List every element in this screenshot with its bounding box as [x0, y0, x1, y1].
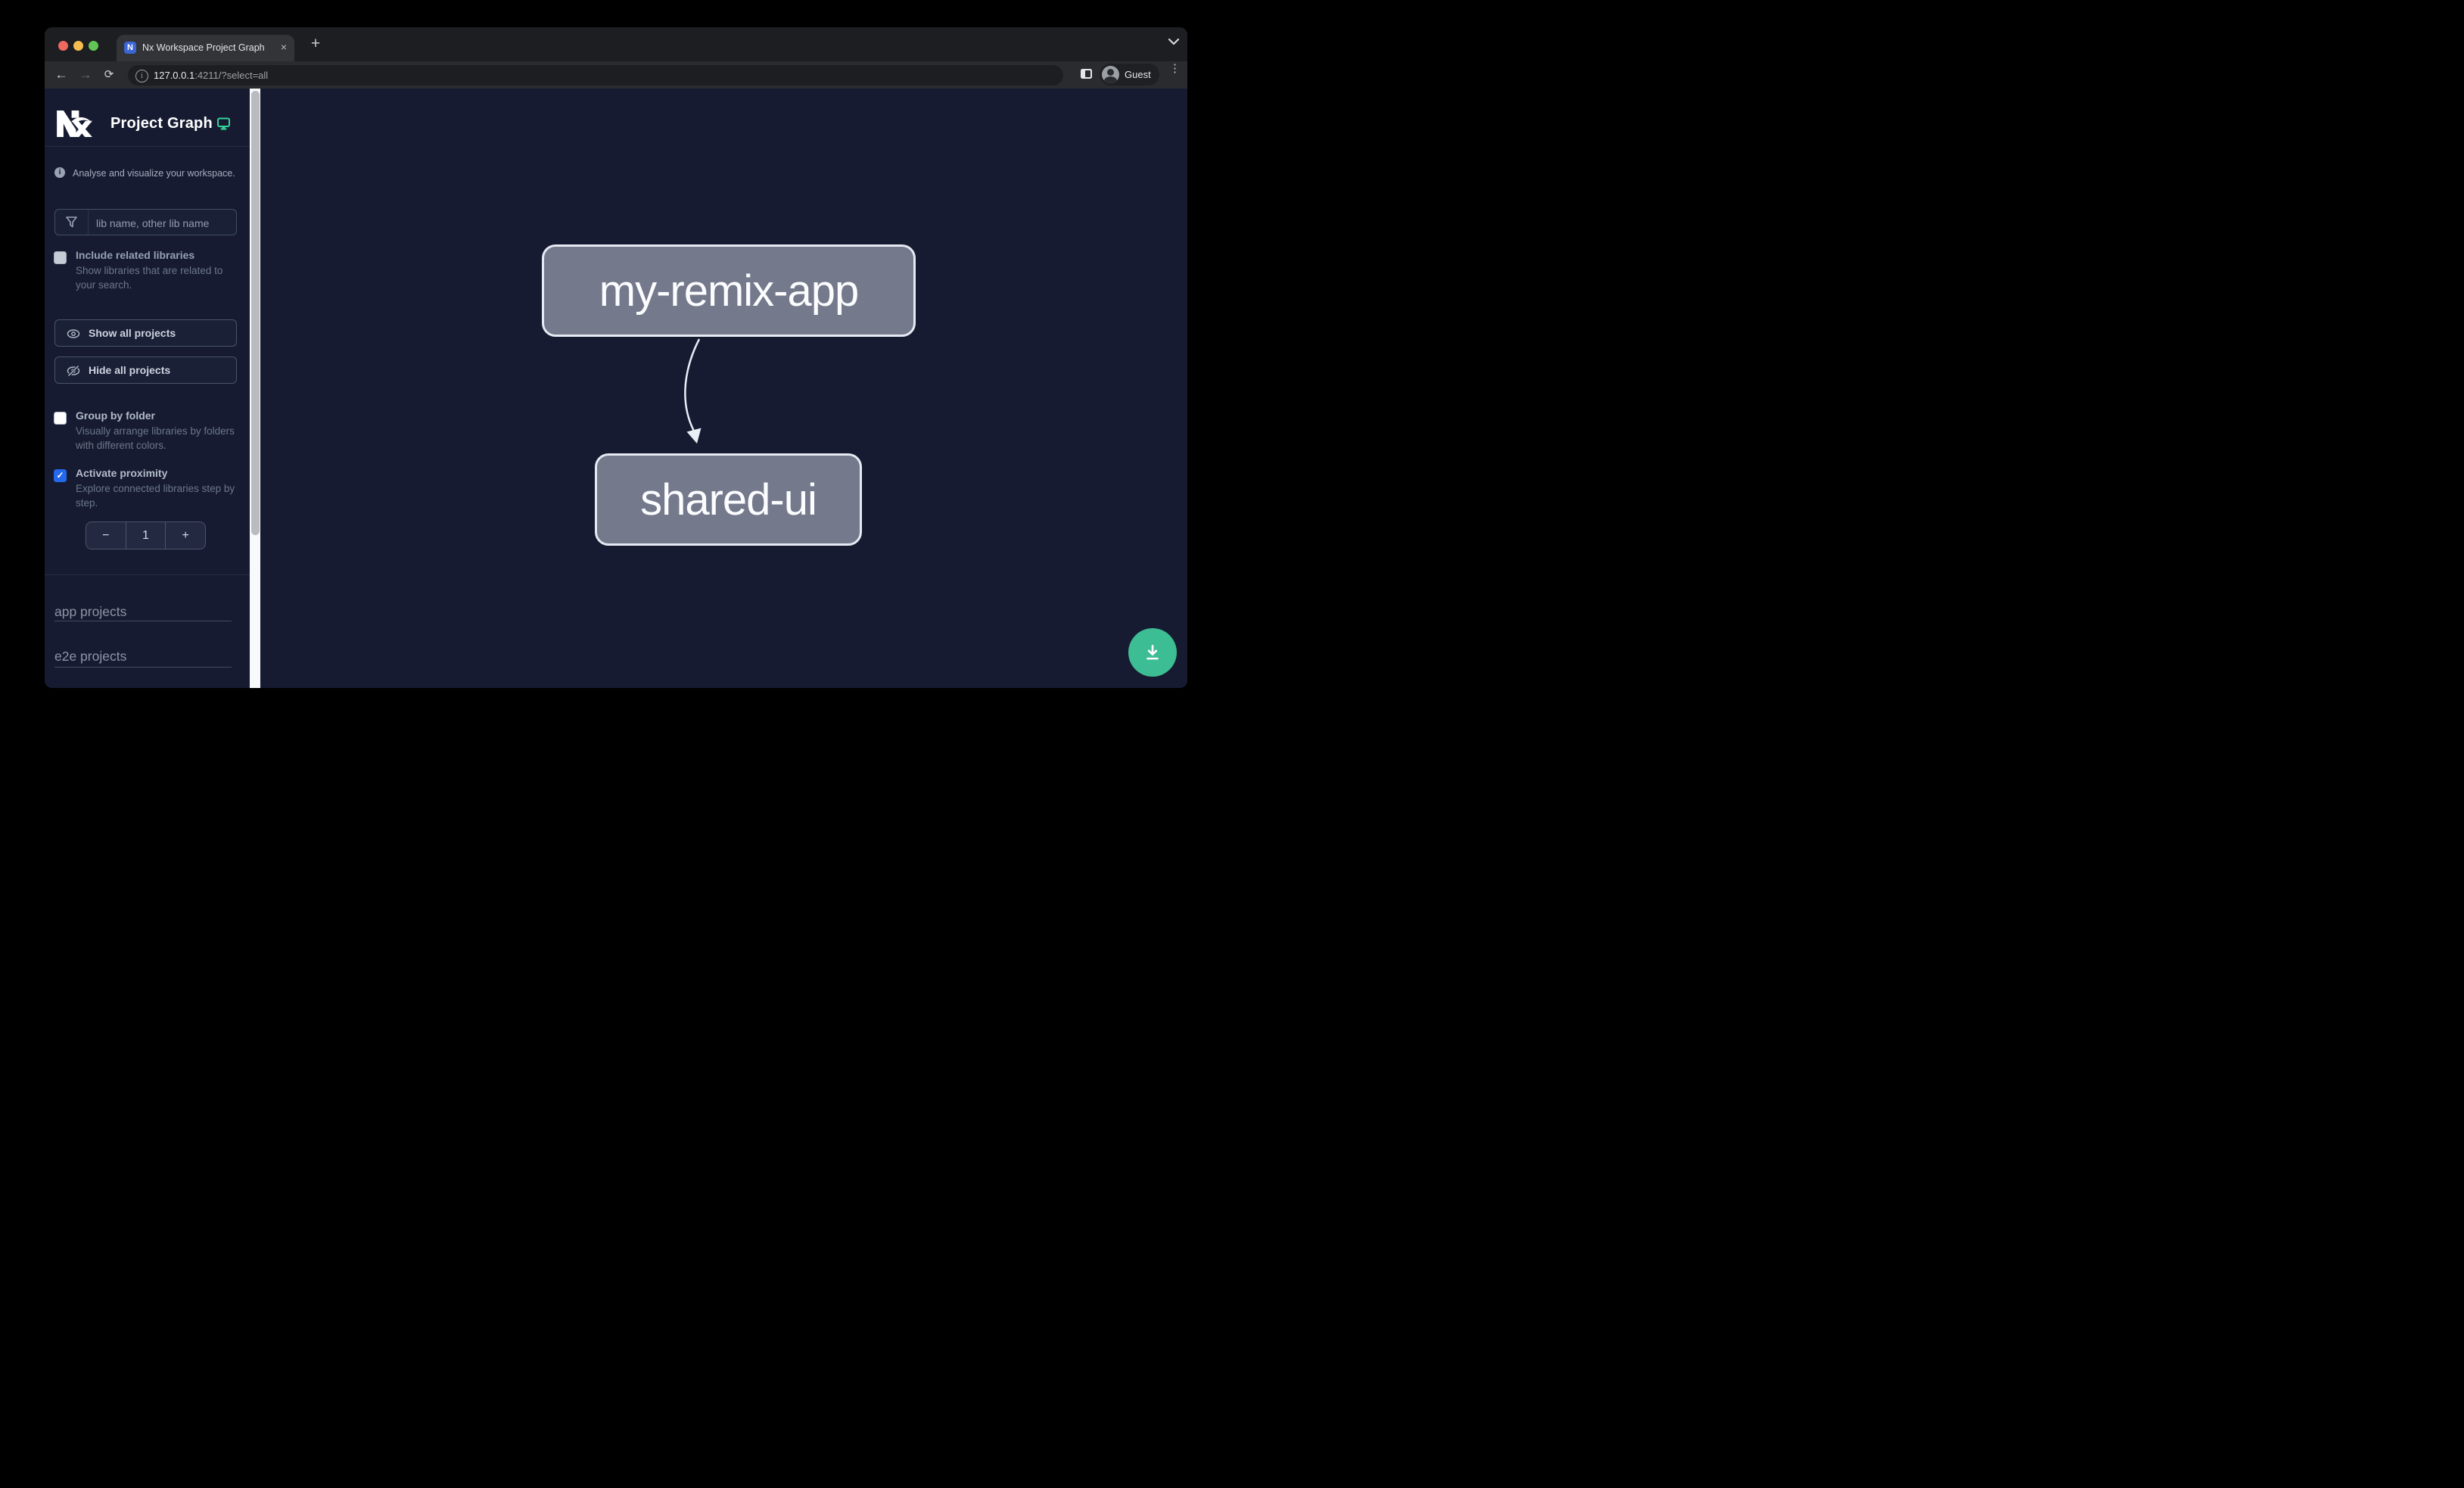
maximize-window-button[interactable]: [89, 41, 98, 51]
tab-title: Nx Workspace Project Graph: [142, 42, 265, 53]
forward-icon[interactable]: →: [79, 67, 92, 82]
url-host: 127.0.0.1: [154, 69, 195, 81]
group-by-folder-checkbox[interactable]: [54, 412, 67, 425]
desktop: N Nx Workspace Project Graph × + ← → ⟳ i…: [0, 0, 1232, 744]
activate-proximity-description: Explore connected libraries step by step…: [76, 483, 235, 509]
increment-button[interactable]: +: [165, 522, 205, 549]
node-my-remix-app[interactable]: my-remix-app: [542, 244, 916, 337]
profile-button[interactable]: Guest: [1100, 64, 1159, 86]
url-path: :4211/?select=all: [194, 69, 269, 81]
include-related-description: Show libraries that are related to your …: [76, 265, 223, 291]
chevron-down-icon[interactable]: [1168, 38, 1180, 45]
download-graph-button[interactable]: [1128, 628, 1177, 677]
eye-icon: [67, 329, 80, 338]
divider: [54, 667, 232, 668]
new-tab-button[interactable]: +: [310, 35, 321, 52]
filter-icon-segment: [55, 210, 89, 235]
activate-proximity-checkbox[interactable]: ✓: [54, 469, 67, 482]
nx-favicon: N: [124, 42, 136, 54]
include-related-checkbox[interactable]: [54, 251, 67, 264]
hide-all-projects-label: Hide all projects: [89, 364, 171, 376]
group-by-folder-label[interactable]: Group by folder: [76, 409, 155, 422]
download-icon: [1146, 645, 1159, 660]
tab-close-icon[interactable]: ×: [280, 41, 287, 53]
close-window-button[interactable]: [58, 41, 68, 51]
page-content: Project Graph i Analyse and visualize yo…: [45, 89, 1187, 688]
include-related-label[interactable]: Include related libraries: [76, 249, 195, 261]
section-e2e-projects[interactable]: e2e projects: [54, 649, 127, 664]
section-app-projects[interactable]: app projects: [54, 604, 127, 619]
side-panel-icon[interactable]: [1081, 69, 1092, 79]
filter-box: [54, 209, 237, 235]
monitor-icon[interactable]: [217, 117, 230, 130]
node-label: my-remix-app: [599, 266, 859, 316]
node-label: shared-ui: [640, 475, 817, 525]
avatar: [1102, 66, 1119, 83]
nx-logo: [57, 110, 92, 138]
eye-off-icon: [67, 365, 80, 377]
hide-all-projects-button[interactable]: Hide all projects: [54, 356, 237, 384]
minimize-window-button[interactable]: [73, 41, 83, 51]
show-all-projects-label: Show all projects: [89, 327, 176, 339]
search-input[interactable]: [95, 213, 234, 233]
proximity-stepper: − 1 +: [86, 521, 206, 549]
divider: [45, 146, 250, 147]
browser-tab[interactable]: N Nx Workspace Project Graph ×: [117, 35, 294, 61]
show-all-projects-button[interactable]: Show all projects: [54, 319, 237, 347]
tab-bar: N Nx Workspace Project Graph × +: [45, 27, 1187, 61]
browser-menu-icon[interactable]: ⋮: [1169, 62, 1181, 75]
group-by-folder-description: Visually arrange libraries by folders wi…: [76, 425, 235, 451]
page-title: Project Graph: [110, 115, 213, 132]
decrement-button[interactable]: −: [102, 528, 110, 542]
funnel-icon: [66, 216, 77, 228]
dependency-edge: [684, 338, 702, 444]
profile-label: Guest: [1125, 69, 1151, 80]
sidebar: Project Graph i Analyse and visualize yo…: [45, 89, 250, 688]
browser-window: N Nx Workspace Project Graph × + ← → ⟳ i…: [45, 27, 1187, 688]
activate-proximity-label[interactable]: Activate proximity: [76, 467, 168, 479]
sidebar-scrollbar[interactable]: [250, 89, 260, 688]
info-icon: i: [54, 167, 65, 178]
graph-canvas[interactable]: my-remix-app shared-ui: [260, 89, 1187, 688]
node-shared-ui[interactable]: shared-ui: [595, 453, 862, 546]
proximity-value: 1: [125, 522, 166, 549]
back-icon[interactable]: ←: [54, 67, 68, 82]
tagline: Analyse and visualize your workspace.: [73, 168, 235, 179]
scrollbar-thumb[interactable]: [250, 91, 260, 535]
site-info-icon[interactable]: i: [135, 69, 148, 82]
browser-toolbar: ← → ⟳ i 127.0.0.1:4211/?select=all Guest…: [45, 61, 1187, 89]
address-bar[interactable]: i 127.0.0.1:4211/?select=all: [128, 64, 1063, 86]
url-text[interactable]: 127.0.0.1:4211/?select=all: [154, 70, 268, 81]
divider: [45, 574, 250, 575]
reload-icon[interactable]: ⟳: [104, 68, 114, 81]
